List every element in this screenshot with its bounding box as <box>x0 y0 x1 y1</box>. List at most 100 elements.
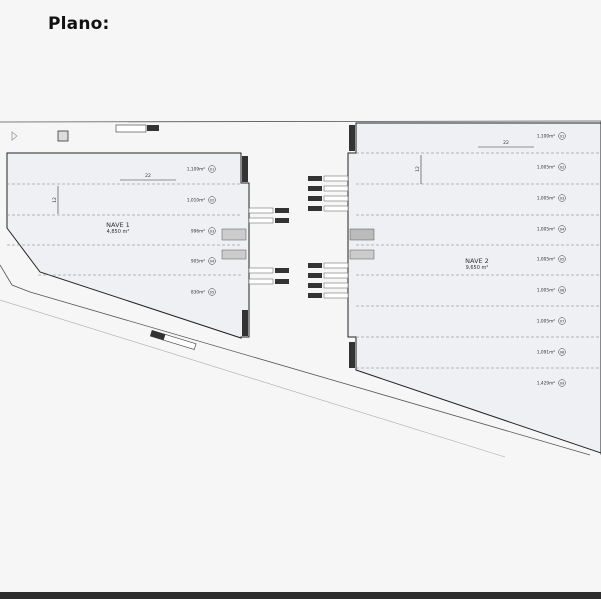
nave-2-dock-bay <box>323 262 349 269</box>
entry-arrow-icon <box>11 131 18 141</box>
nave-2-unit-area: 1,091m² <box>537 350 555 356</box>
nave-2-dock-bay <box>323 185 349 192</box>
nave-1-dock-bay <box>248 207 274 214</box>
nave-1-unit-number: 03 <box>210 230 215 234</box>
nave-2-unit-number: 08 <box>560 351 565 355</box>
nave-1-unit-number: 04 <box>210 260 215 264</box>
nave-2-unit-area: 1,005m² <box>537 319 555 325</box>
nave-2-dock-bay <box>323 272 349 279</box>
nave-2-unit-area: 1,005m² <box>537 165 555 171</box>
truck-top <box>147 125 159 131</box>
nave-2-unit-marker <box>558 163 566 171</box>
nave-1-unit-number: 01 <box>210 168 215 172</box>
nave-1-unit-number: 05 <box>210 291 215 295</box>
nave-2-truck <box>308 263 322 268</box>
nave-2-unit-number: 05 <box>560 258 565 262</box>
nave-1-unit-area: 830m² <box>191 290 205 296</box>
nave-2-truck <box>308 176 322 181</box>
nave-2-truck <box>308 206 322 211</box>
nave-2-unit-marker <box>558 225 566 233</box>
gatehouse <box>57 130 69 142</box>
nave-2-unit-area: 1,429m² <box>537 381 555 387</box>
nave-2-dim-width-label: 22 <box>503 140 509 146</box>
nave-2-unit-area: 1,005m² <box>537 257 555 263</box>
nave-1-name: NAVE 1 <box>106 221 130 229</box>
nave-2-grid <box>356 152 601 369</box>
nave-1-dock-bay <box>248 278 274 285</box>
nave-1-truck <box>275 208 289 213</box>
nave-1-area: 4,850 m² <box>107 229 130 235</box>
nave-1-ramp <box>221 249 247 260</box>
nave-2-truck <box>308 186 322 191</box>
nave-2-dock-bottom <box>349 342 355 368</box>
nave-2-unit-marker <box>558 255 566 263</box>
nave-1-dock-bottom <box>242 310 248 336</box>
nave-1-unit-area: 1,010m² <box>187 198 205 204</box>
nave-2-area: 9,650 m² <box>466 265 489 271</box>
nave-1-unit-marker <box>208 196 216 204</box>
nave-2-dock-bay <box>323 205 349 212</box>
nave-1-unit-area: 996m² <box>191 229 205 235</box>
nave-2-dim-depth-label: 12 <box>415 166 421 172</box>
nave-1-unit-number: 02 <box>210 199 215 203</box>
nave-2-ramp <box>349 228 375 241</box>
nave-2-unit-area: 1,005m² <box>537 288 555 294</box>
nave-2-unit-number: 09 <box>560 382 565 386</box>
nave-1-unit-marker <box>208 257 216 265</box>
nave-2-dock-bay <box>323 292 349 299</box>
nave-2-unit-marker <box>558 379 566 387</box>
nave-1-unit-marker <box>208 165 216 173</box>
nave-2-unit-marker <box>558 286 566 294</box>
nave-1-dock-top <box>242 156 248 182</box>
nave-1-dock-bay <box>248 267 274 274</box>
nave-2-truck <box>308 293 322 298</box>
nave-1-unit-marker <box>208 288 216 296</box>
nave-2-unit-marker <box>558 348 566 356</box>
nave-2-units: 1,100m² 01 1,005m² 02 1,005m² 03 1,005m² 04 1,00… <box>537 132 566 387</box>
nave-1-building <box>6 152 250 339</box>
nave-1-dim-width-label: 22 <box>145 173 151 179</box>
nave-2-name: NAVE 2 <box>465 257 489 265</box>
nave-2-truck <box>308 283 322 288</box>
parking-strip-top <box>115 124 147 133</box>
nave-1-docks <box>221 207 289 285</box>
nave-1-unit-area: 1,109m² <box>187 167 205 173</box>
nave-2-unit-marker <box>558 194 566 202</box>
bottom-bar <box>0 592 601 599</box>
nave-2-truck <box>308 273 322 278</box>
nave-1-truck <box>275 218 289 223</box>
nave-2-unit-area: 1,005m² <box>537 196 555 202</box>
site-boundary <box>0 120 601 123</box>
nave-2-truck <box>308 196 322 201</box>
nave-2-unit-area: 1,100m² <box>537 134 555 140</box>
nave-2-docks <box>308 175 375 299</box>
parking-strip-bottom <box>149 329 197 350</box>
nave-2-dock-bay <box>323 282 349 289</box>
road-line <box>0 299 506 458</box>
nave-2-ramp <box>349 249 375 260</box>
nave-2-unit-number: 02 <box>560 166 565 170</box>
site-boundary-bottom <box>0 264 591 456</box>
nave-2-unit-marker <box>558 317 566 325</box>
nave-1-ramp <box>221 228 247 241</box>
nave-1-units: 1,109m² 01 1,010m² 02 996m² 03 905m² 04 830m² 05 <box>187 165 216 296</box>
nave-2-unit-number: 07 <box>560 320 565 324</box>
nave-2-unit-number: 04 <box>560 228 565 232</box>
nave-1-unit-marker <box>208 227 216 235</box>
nave-2-dock-bay <box>323 175 349 182</box>
page-title: Plano: <box>48 14 110 34</box>
nave-2-dock-bay <box>323 195 349 202</box>
nave-2-dock-top <box>349 125 355 151</box>
nave-1-truck <box>275 268 289 273</box>
nave-1-dock-bay <box>248 217 274 224</box>
nave-2-unit-area: 1,005m² <box>537 227 555 233</box>
nave-2-unit-number: 01 <box>560 135 565 139</box>
nave-1-truck <box>275 279 289 284</box>
nave-1-unit-area: 905m² <box>191 259 205 265</box>
nave-1-grid <box>7 183 241 276</box>
nave-2-unit-marker <box>558 132 566 140</box>
nave-2-unit-number: 03 <box>560 197 565 201</box>
nave-2-unit-number: 06 <box>560 289 565 293</box>
nave-1-dim-depth-label: 12 <box>52 197 58 203</box>
